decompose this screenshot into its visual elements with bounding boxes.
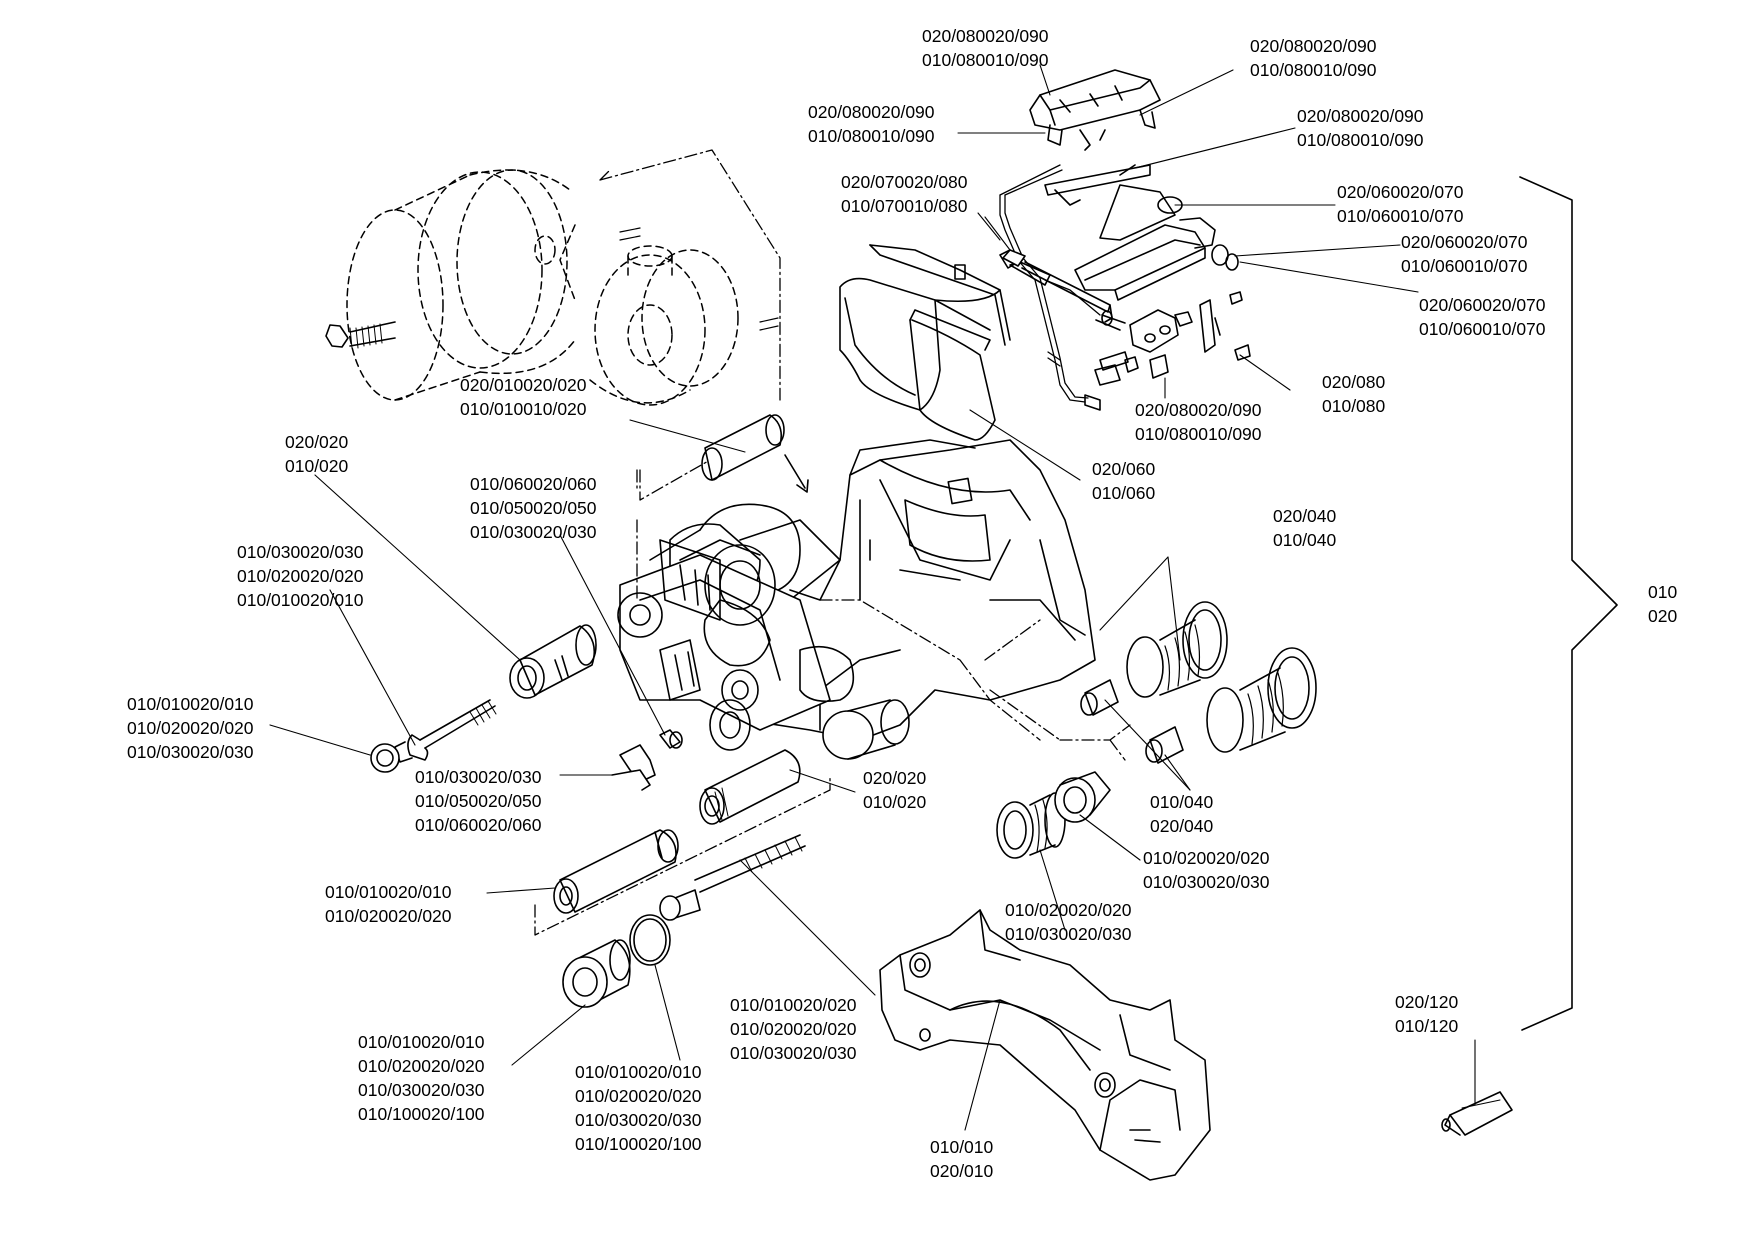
wear-indicator-clip [1029,69,1161,151]
leader-lines [269,64,1476,1131]
pad-retainer-spring [1044,164,1183,241]
sleeve-arrow [784,454,809,493]
seal-low [1054,771,1111,823]
guide-bolt-left [370,699,497,773]
clip-left [611,729,683,791]
grease-tube [1441,1091,1513,1136]
caliper-frame-dashdot [636,469,1061,741]
pad-plate [1074,217,1239,301]
oring-low [629,914,671,966]
right-frame-dashdot [1059,724,1131,761]
caliper-housing [619,439,1096,760]
cap-low [562,939,631,1008]
assembly-bracket [1519,176,1618,1031]
tube-low [553,829,679,914]
chamber-stud [325,227,779,349]
bellows-right-upper [1126,601,1228,698]
sensor-bracket [1099,291,1251,379]
lower-frame-dashdot [534,774,831,936]
bushings-right [1080,679,1184,764]
brake-chamber-dashed [346,169,739,406]
sensor-probe [1002,249,1113,326]
bellows-right-lower [1206,647,1317,753]
caliper-carrier [879,909,1211,1181]
left-sleeve-top [701,414,785,481]
bushing-cap-top [509,624,597,699]
guide-pin-low [659,834,806,921]
caliper-inner-flange [617,539,776,711]
sleeve-mid [699,749,801,825]
brake-pads [839,244,1011,441]
